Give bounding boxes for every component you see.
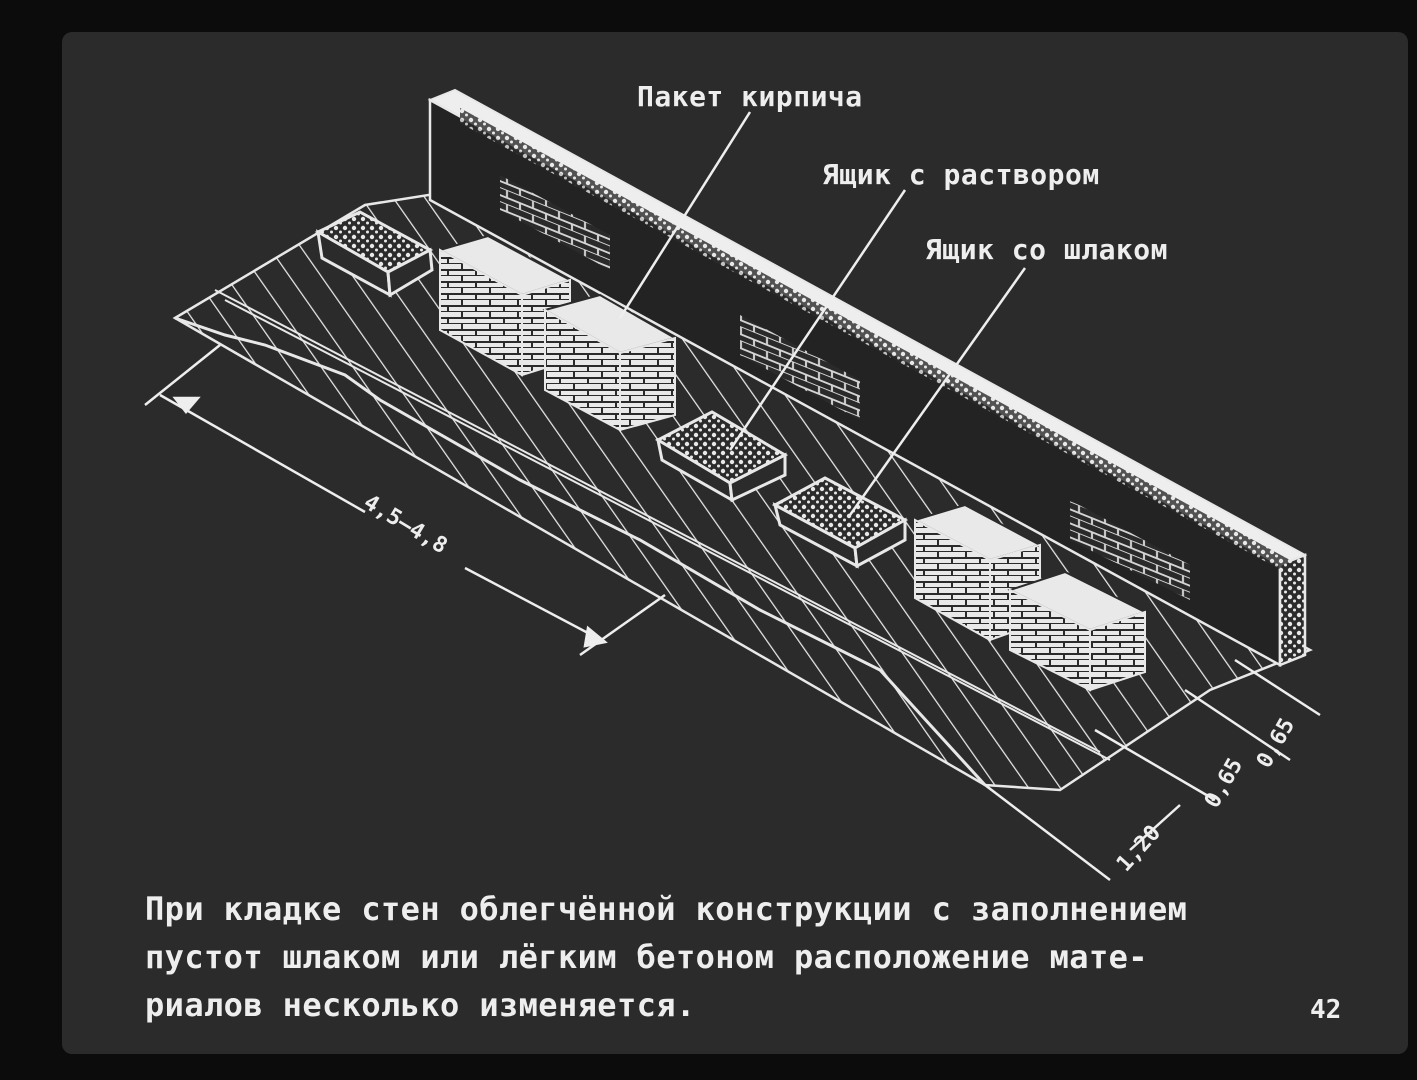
leader-lines [618,111,1027,516]
dimension-lines [144,344,1321,881]
mortar-box-label: Ящик с раствором [822,158,1100,191]
brick-package-4 [1007,570,1148,692]
brick-package-label: Пакет кирпича [637,80,863,113]
page-number: 42 [1310,995,1342,1025]
slag-box-label: Ящик со шлаком [925,233,1169,266]
caption-text: При кладке стен облегчённой конструкции … [145,885,1365,1029]
slag-box [771,476,909,569]
caption-line-3: риалов несколько изменяется. [145,986,696,1024]
brick-package-2 [542,293,678,432]
caption-line-2: пустот шлаком или лёгким бетоном располо… [145,938,1148,976]
mortar-box [654,410,789,503]
brick-wall [427,88,1308,668]
mortar-box-left [314,210,434,298]
caption-line-1: При кладке стен облегчённой конструкции … [145,890,1188,928]
